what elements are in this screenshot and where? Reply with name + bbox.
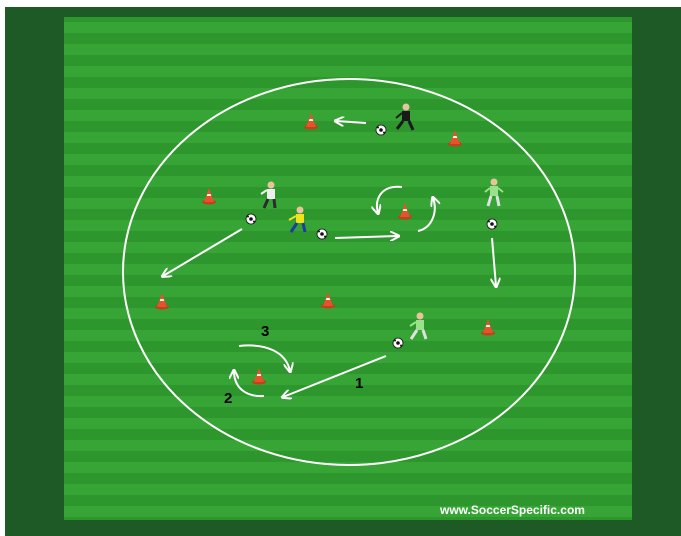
ball-icon — [376, 125, 386, 135]
ball-icon — [317, 229, 327, 239]
step-label-1: 1 — [355, 375, 363, 392]
ball-icon — [393, 338, 403, 348]
ball-icon — [487, 219, 497, 229]
step-label-3: 3 — [261, 323, 269, 340]
ball-icon — [246, 214, 256, 224]
watermark-text: www.SoccerSpecific.com — [439, 503, 585, 517]
step-label-2: 2 — [224, 390, 232, 407]
pitch — [64, 17, 632, 520]
